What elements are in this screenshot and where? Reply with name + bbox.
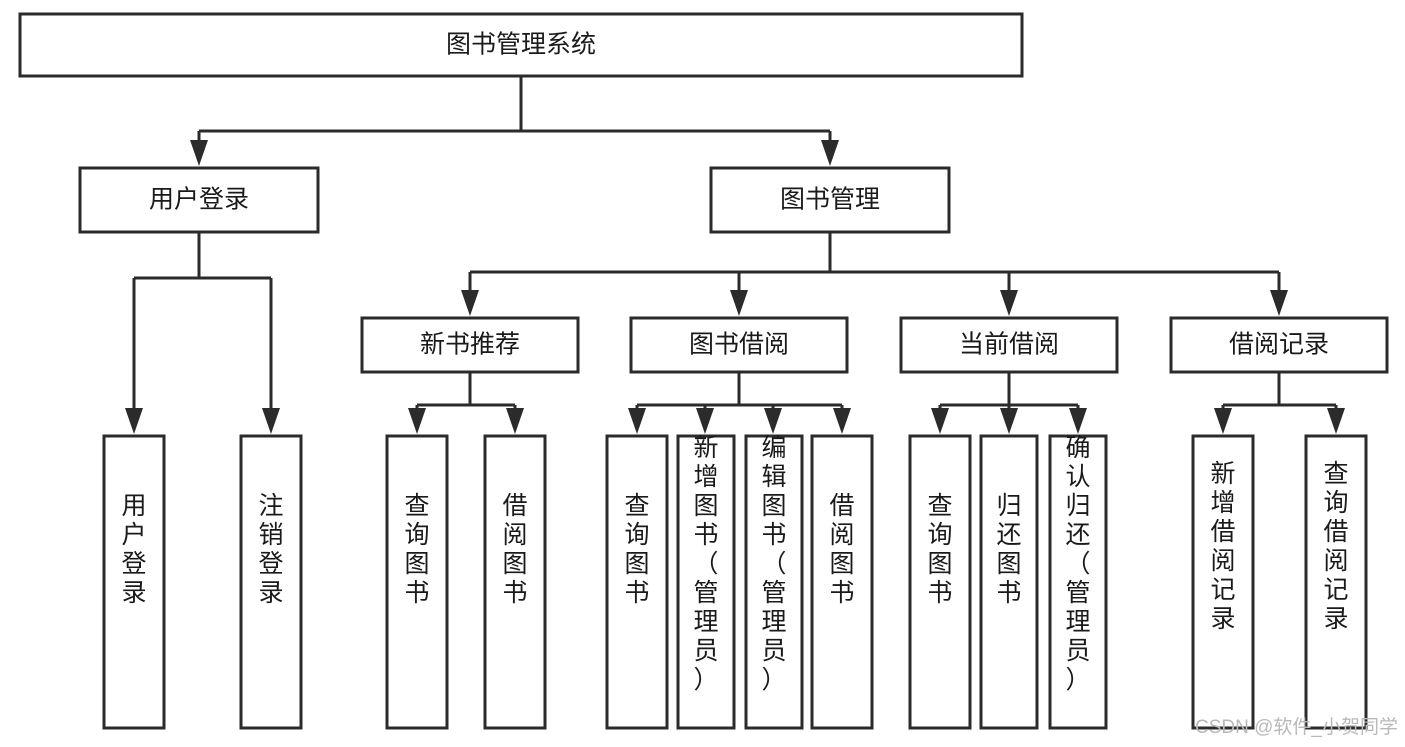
- node-user-login-box[interactable]: [78, 166, 320, 234]
- arrow-to-leaf-edit-book: [764, 408, 782, 434]
- arrow-to-leaf-query-book-1: [408, 408, 426, 434]
- arrow-to-leaf-user-login: [125, 408, 143, 434]
- node-leaf-confirm-return-box[interactable]: [1048, 434, 1108, 730]
- node-leaf-confirm-return-label: 确认归还（管理员）: [1065, 434, 1090, 694]
- node-leaf-user-login-label: 用户登录: [121, 492, 146, 607]
- node-user-login[interactable]: 用户登录: [78, 166, 320, 234]
- node-leaf-borrow-book-2-label: 借阅图书: [829, 492, 854, 607]
- node-leaf-query-book-3[interactable]: 查询图书: [908, 434, 972, 730]
- node-leaf-query-book-1-label: 查询图书: [404, 492, 429, 607]
- node-leaf-return-book[interactable]: 归还图书: [979, 434, 1039, 730]
- arrow-to-book-borrow: [730, 290, 748, 316]
- node-leaf-borrow-book-1-box[interactable]: [483, 434, 547, 730]
- node-leaf-user-logout-box[interactable]: [239, 434, 303, 730]
- node-leaf-query-record[interactable]: 查询借阅记录: [1304, 434, 1368, 730]
- node-book-management-box[interactable]: [709, 166, 951, 234]
- node-book-management-label: 图书管理: [780, 186, 880, 214]
- arrow-to-leaf-borrow-book-1: [506, 408, 524, 434]
- node-leaf-query-record-box[interactable]: [1304, 434, 1368, 730]
- csdn-watermark: CSDN @软件_小贺同学: [1195, 716, 1398, 738]
- node-leaf-borrow-book-1-label: 借阅图书: [502, 492, 527, 607]
- arrow-to-leaf-add-record: [1214, 408, 1232, 434]
- node-book-borrow[interactable]: 图书借阅: [629, 316, 849, 374]
- node-leaf-user-logout-label: 注销登录: [258, 492, 283, 607]
- node-root[interactable]: 图书管理系统: [18, 12, 1024, 78]
- node-leaf-query-book-2-label: 查询图书: [624, 492, 649, 607]
- node-leaf-edit-book-box[interactable]: [744, 434, 804, 730]
- node-current-borrow-box[interactable]: [899, 316, 1119, 374]
- node-root-box[interactable]: [18, 12, 1024, 78]
- node-new-book-recommend[interactable]: 新书推荐: [360, 316, 580, 374]
- node-new-book-recommend-box[interactable]: [360, 316, 580, 374]
- node-leaf-add-record-box[interactable]: [1191, 434, 1255, 730]
- node-leaf-user-login-box[interactable]: [102, 434, 166, 730]
- node-leaf-user-logout[interactable]: 注销登录: [239, 434, 303, 730]
- node-user-login-label: 用户登录: [149, 186, 249, 214]
- node-leaf-add-book-label: 新增图书（管理员）: [693, 434, 718, 694]
- node-leaf-borrow-book-1[interactable]: 借阅图书: [483, 434, 547, 730]
- arrow-to-leaf-user-logout: [262, 408, 280, 434]
- arrow-to-user-login: [190, 140, 208, 166]
- node-leaf-return-book-box[interactable]: [979, 434, 1039, 730]
- node-leaf-edit-book-label: 编辑图书（管理员）: [761, 434, 786, 694]
- node-book-borrow-label: 图书借阅: [689, 331, 789, 359]
- node-current-borrow[interactable]: 当前借阅: [899, 316, 1119, 374]
- arrow-to-leaf-borrow-book-2: [833, 408, 851, 434]
- arrow-to-leaf-query-book-2: [628, 408, 646, 434]
- arrow-to-leaf-return-book: [1000, 408, 1018, 434]
- arrow-to-leaf-add-book: [696, 408, 714, 434]
- node-leaf-return-book-label: 归还图书: [996, 492, 1021, 607]
- node-leaf-add-book[interactable]: 新增图书（管理员）: [676, 434, 736, 730]
- node-root-label: 图书管理系统: [446, 31, 596, 59]
- arrow-to-new-book-recommend: [461, 290, 479, 316]
- node-leaf-user-login[interactable]: 用户登录: [102, 434, 166, 730]
- node-borrow-record[interactable]: 借阅记录: [1169, 316, 1389, 374]
- edge-group: [125, 76, 1345, 434]
- node-leaf-borrow-book-2[interactable]: 借阅图书: [810, 434, 874, 730]
- arrow-to-borrow-record: [1270, 290, 1288, 316]
- node-leaf-query-book-1-box[interactable]: [385, 434, 449, 730]
- node-leaf-add-record-label: 新增借阅记录: [1210, 460, 1235, 633]
- node-leaf-add-book-box[interactable]: [676, 434, 736, 730]
- node-leaf-borrow-book-2-box[interactable]: [810, 434, 874, 730]
- node-book-borrow-box[interactable]: [629, 316, 849, 374]
- node-leaf-query-book-3-label: 查询图书: [927, 492, 952, 607]
- node-borrow-record-box[interactable]: [1169, 316, 1389, 374]
- node-leaf-query-book-3-box[interactable]: [908, 434, 972, 730]
- node-leaf-confirm-return[interactable]: 确认归还（管理员）: [1048, 434, 1108, 730]
- node-leaf-query-record-label: 查询借阅记录: [1323, 460, 1348, 633]
- node-new-book-recommend-label: 新书推荐: [420, 331, 520, 359]
- arrow-to-book-management: [821, 140, 839, 166]
- node-leaf-query-book-2-box[interactable]: [605, 434, 669, 730]
- node-book-management[interactable]: 图书管理: [709, 166, 951, 234]
- arrow-to-leaf-confirm-return: [1069, 408, 1087, 434]
- node-leaf-add-record[interactable]: 新增借阅记录: [1191, 434, 1255, 730]
- arrow-to-current-borrow: [1000, 290, 1018, 316]
- arrow-to-leaf-query-record: [1327, 408, 1345, 434]
- node-leaf-query-book-1[interactable]: 查询图书: [385, 434, 449, 730]
- node-leaf-query-book-2[interactable]: 查询图书: [605, 434, 669, 730]
- node-leaf-edit-book[interactable]: 编辑图书（管理员）: [744, 434, 804, 730]
- node-borrow-record-label: 借阅记录: [1229, 331, 1329, 359]
- node-current-borrow-label: 当前借阅: [959, 331, 1059, 359]
- arrow-to-leaf-query-book-3: [931, 408, 949, 434]
